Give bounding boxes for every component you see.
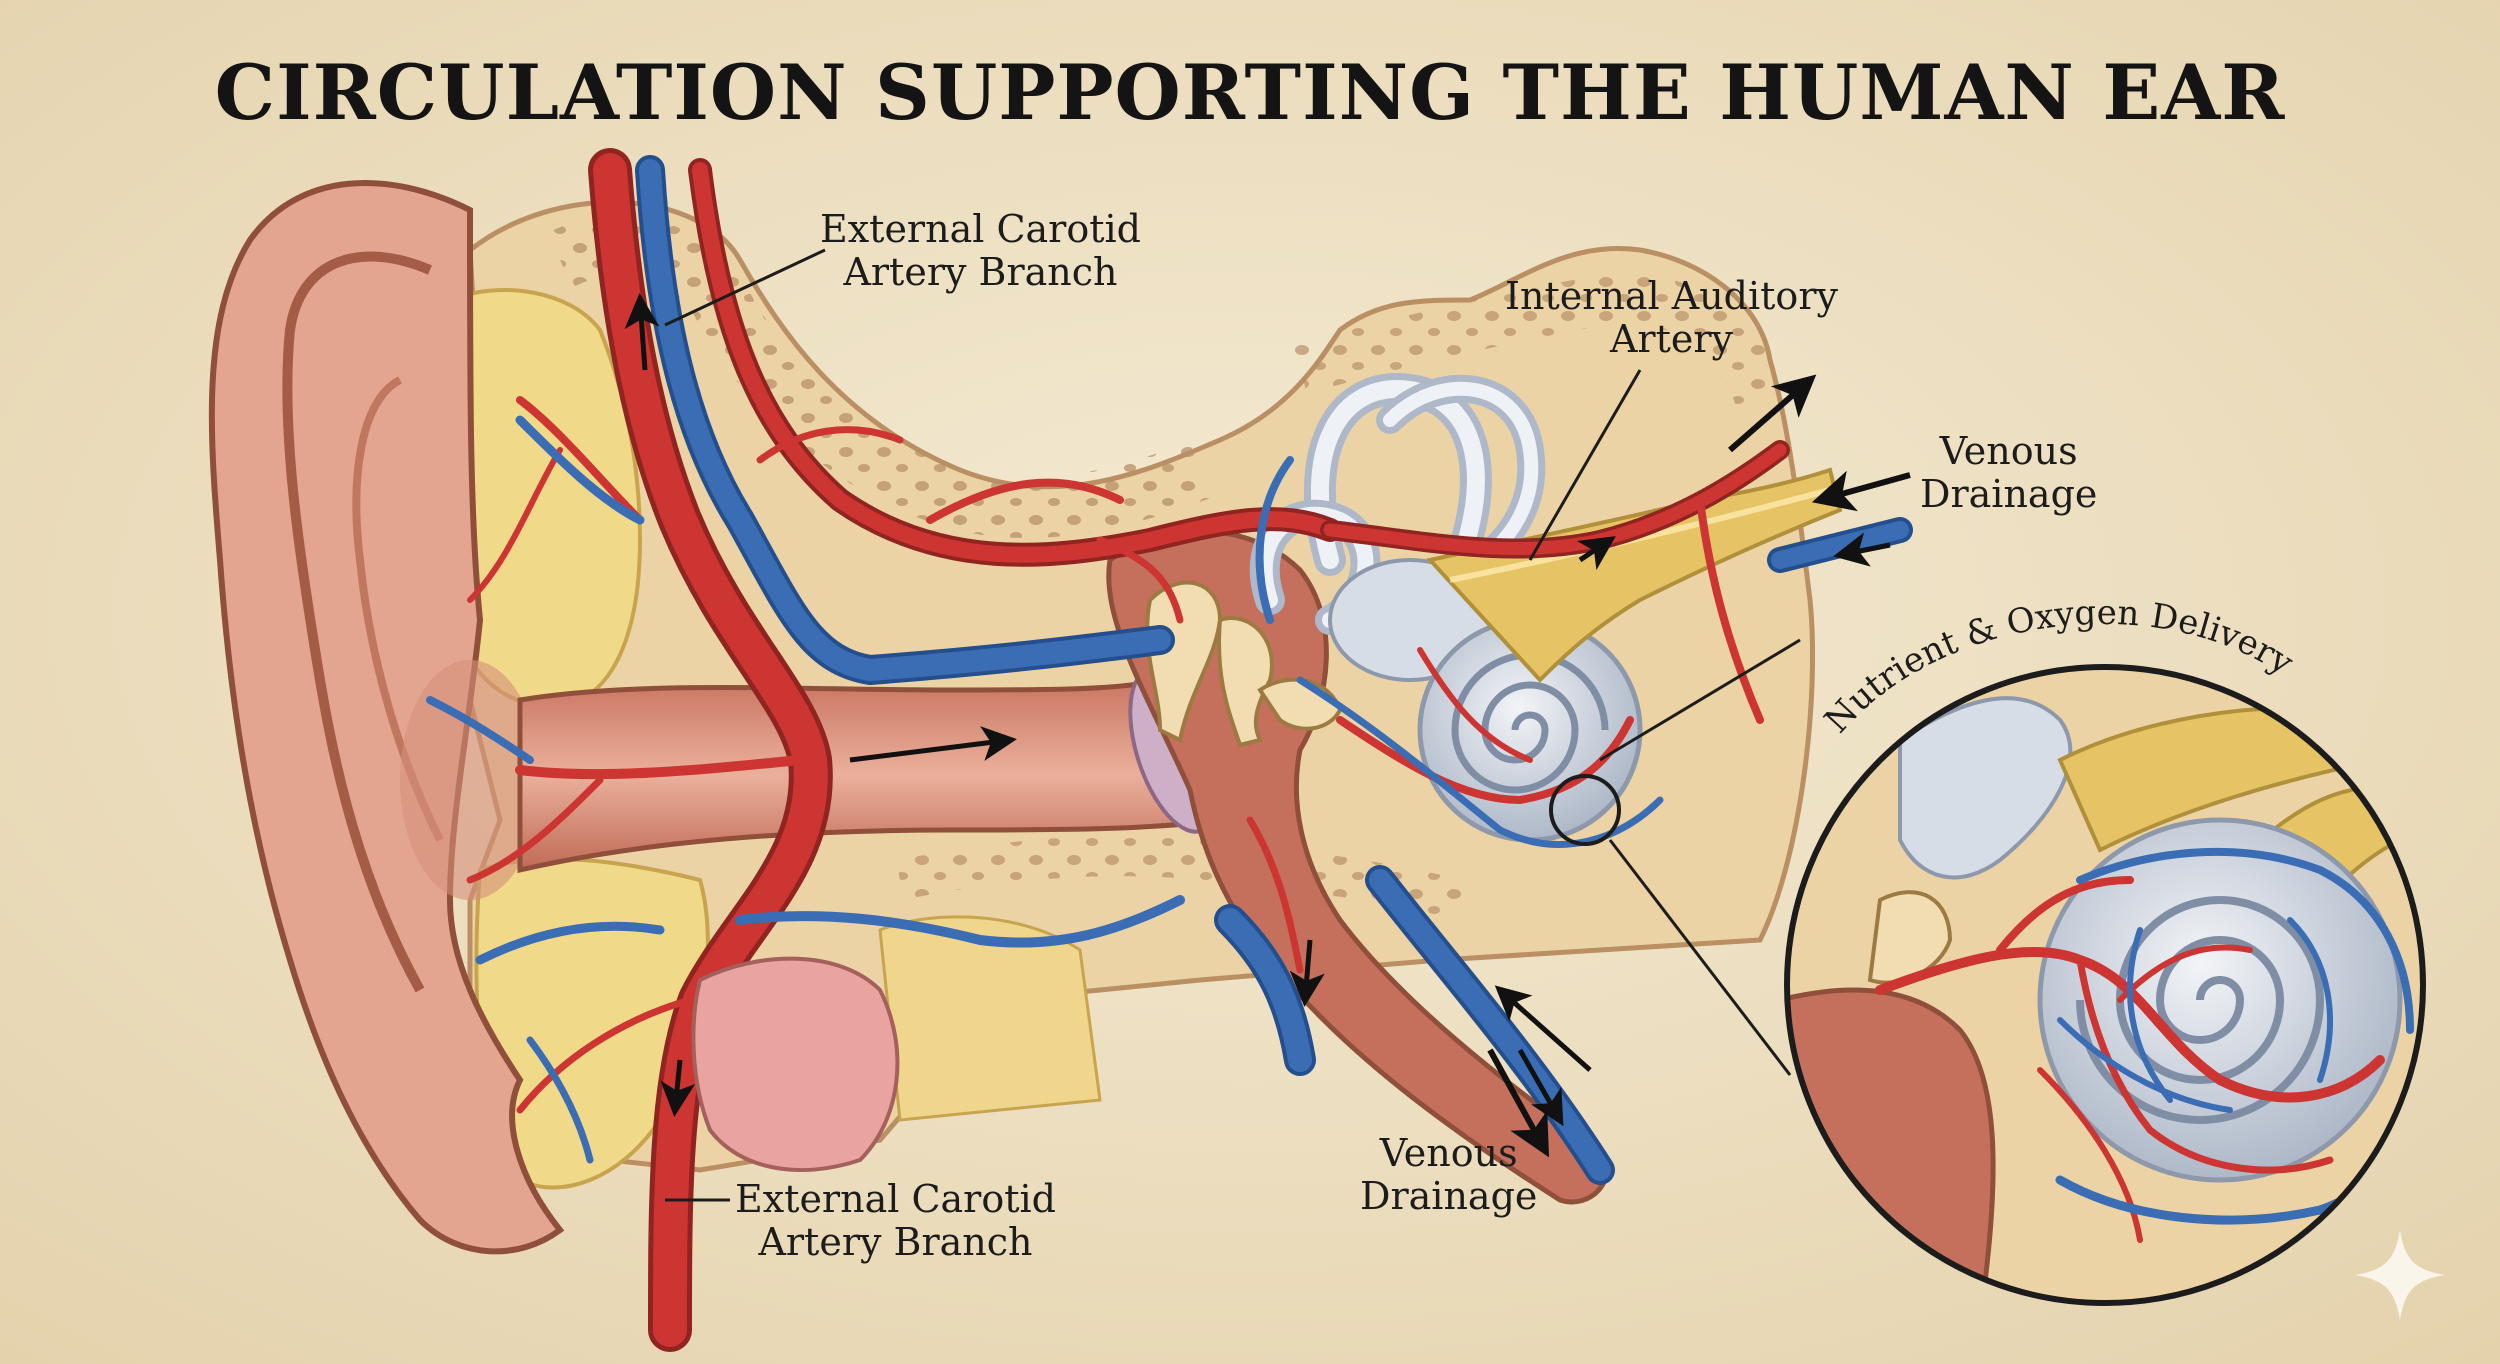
label-line: Artery Branch: [843, 250, 1118, 294]
magnified-inset: [1784, 664, 2426, 1306]
cochlear-nerve: [1426, 467, 1843, 683]
label-venous-drainage-right: Venous Drainage: [1920, 430, 2097, 516]
label-line: Drainage: [1920, 472, 2098, 516]
zoom-source-circle: [1549, 774, 1621, 846]
label-line: External Carotid: [820, 207, 1141, 251]
cochlea: [1417, 617, 1643, 843]
veins: [426, 155, 1913, 1185]
label-line: Drainage: [1360, 1174, 1538, 1218]
page-title: CIRCULATION SUPPORTING THE HUMAN EAR: [214, 48, 2286, 137]
label-line: Artery: [1609, 317, 1733, 361]
leader-lines: [664, 248, 1801, 1202]
label-internal-auditory-artery: Internal Auditory Artery: [1505, 275, 1838, 361]
label-external-carotid-top: External Carotid Artery Branch: [820, 208, 1141, 294]
flow-arrow-icon: [1487, 1048, 1550, 1158]
malleus: [1145, 580, 1223, 743]
label-line: Internal Auditory: [1505, 274, 1838, 318]
sparkle-icon: [2355, 1230, 2445, 1320]
flow-arrow-icon: [1811, 470, 1911, 512]
label-line: Venous: [1939, 429, 2078, 473]
incus: [1217, 616, 1274, 748]
label-external-carotid-bottom: External Carotid Artery Branch: [735, 1178, 1056, 1264]
flow-arrow-icon: [1728, 374, 1817, 453]
label-line: Artery Branch: [758, 1220, 1033, 1264]
label-venous-drainage-bottom: Venous Drainage: [1360, 1132, 1537, 1218]
label-line: External Carotid: [735, 1177, 1056, 1221]
parotid-gland: [691, 956, 900, 1172]
label-line: Venous: [1379, 1131, 1518, 1175]
flow-arrow-icon: [624, 293, 1891, 1127]
auricle-inner-fold: [282, 251, 432, 993]
